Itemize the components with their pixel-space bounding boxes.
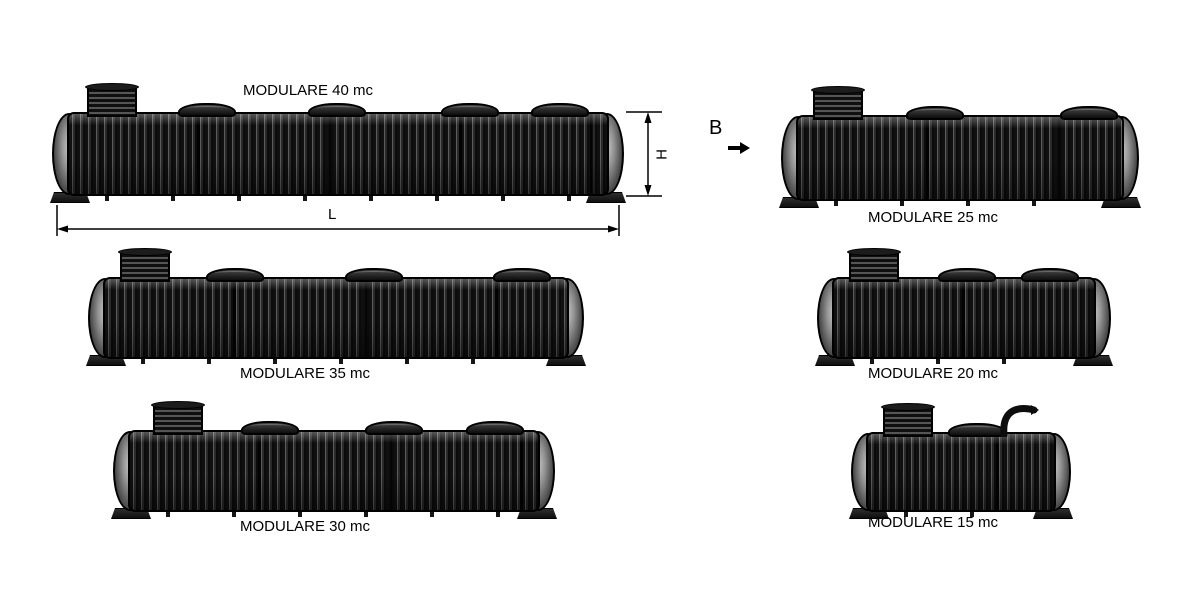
tank-body — [67, 112, 609, 196]
tank-label-40: MODULARE 40 mc — [243, 82, 374, 99]
manhole-neck — [85, 83, 139, 117]
manhole-neck — [118, 248, 172, 282]
tank-modulare-30 — [111, 401, 557, 519]
manhole-neck — [151, 401, 205, 435]
access-lid — [531, 103, 589, 117]
tank-modulare-35 — [86, 248, 586, 366]
access-lid — [241, 421, 299, 435]
drain-stubs — [904, 512, 1018, 517]
manhole-neck — [881, 403, 935, 437]
drain-stubs — [870, 359, 1058, 364]
tank-label-25: MODULARE 25 mc — [868, 209, 999, 226]
drain-stubs — [834, 201, 1086, 206]
tank-body — [103, 277, 569, 359]
tank-label-30: MODULARE 30 mc — [240, 518, 371, 535]
drain-stubs — [166, 512, 502, 517]
access-lid — [493, 268, 551, 282]
manhole-neck — [811, 86, 865, 120]
access-lid — [1021, 268, 1079, 282]
vent-pipe-icon — [1000, 405, 1039, 437]
access-lid — [308, 103, 366, 117]
drain-stubs — [141, 359, 531, 364]
tank-body — [796, 115, 1124, 201]
tank-modulare-40 — [50, 83, 626, 203]
access-lid — [365, 421, 423, 435]
height-dimension-label: H — [653, 149, 671, 160]
tank-label-15: MODULARE 15 mc — [868, 514, 999, 531]
manhole-neck — [847, 248, 901, 282]
tank-body — [866, 432, 1056, 512]
tank-label-35: MODULARE 35 mc — [240, 365, 371, 382]
tank-modulare-15 — [849, 403, 1073, 519]
access-lid — [178, 103, 236, 117]
access-lid — [441, 103, 499, 117]
access-lid — [206, 268, 264, 282]
tank-body — [832, 277, 1096, 359]
access-lid — [466, 421, 524, 435]
access-lid — [906, 106, 964, 120]
access-lid — [938, 268, 996, 282]
tank-modulare-25 — [779, 86, 1141, 208]
tank-body — [128, 430, 540, 512]
tank-label-20: MODULARE 20 mc — [868, 365, 999, 382]
drain-stubs — [105, 196, 571, 201]
access-lid — [1060, 106, 1118, 120]
length-dimension-label: L — [328, 206, 337, 223]
view-direction-arrow-icon — [728, 142, 750, 154]
tank-modulare-20 — [815, 248, 1113, 366]
view-marker-label: B — [709, 117, 723, 139]
access-lid — [345, 268, 403, 282]
